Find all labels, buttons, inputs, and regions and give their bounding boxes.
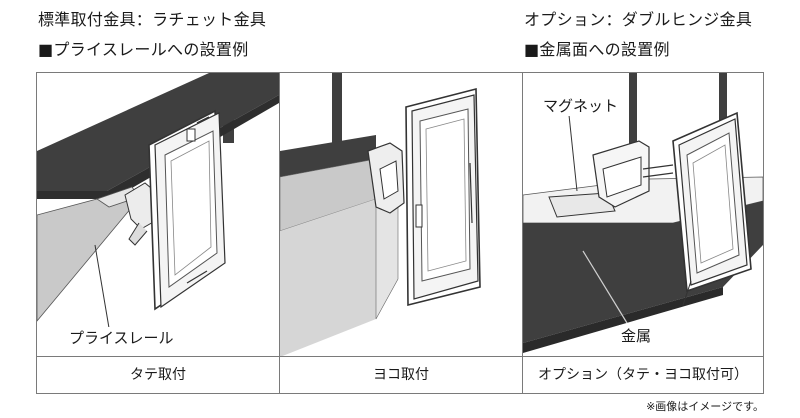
caption-horizontal-mount: ヨコ取付: [280, 357, 522, 393]
right-header-title: オプション：ダブルヒンジ金具: [524, 10, 752, 30]
panel-vertical-mount: プライスレール: [37, 73, 279, 393]
left-header-title: 標準取付金具：ラチェット金具: [38, 10, 266, 30]
image-footnote: ※画像はイメージです。: [646, 398, 764, 414]
price-rail-label: プライスレール: [67, 327, 176, 348]
vertical-mount-illustration: [37, 73, 279, 357]
panel-grid: プライスレール: [36, 72, 764, 394]
caption-vertical-mount: タテ取付: [37, 357, 279, 393]
panel-horizontal-mount: [280, 73, 522, 393]
magnet-label: マグネット: [541, 95, 620, 116]
metal-label: 金属: [619, 325, 653, 346]
panel-option-mount: マグネット 金属: [523, 73, 763, 393]
caption-option-mount: オプション（タテ・ヨコ取付可）: [523, 357, 763, 393]
right-header-subtitle: ■金属面への設置例: [524, 40, 670, 60]
horizontal-mount-illustration: [280, 73, 522, 357]
left-header-subtitle: ■プライスレールへの設置例: [38, 40, 249, 60]
